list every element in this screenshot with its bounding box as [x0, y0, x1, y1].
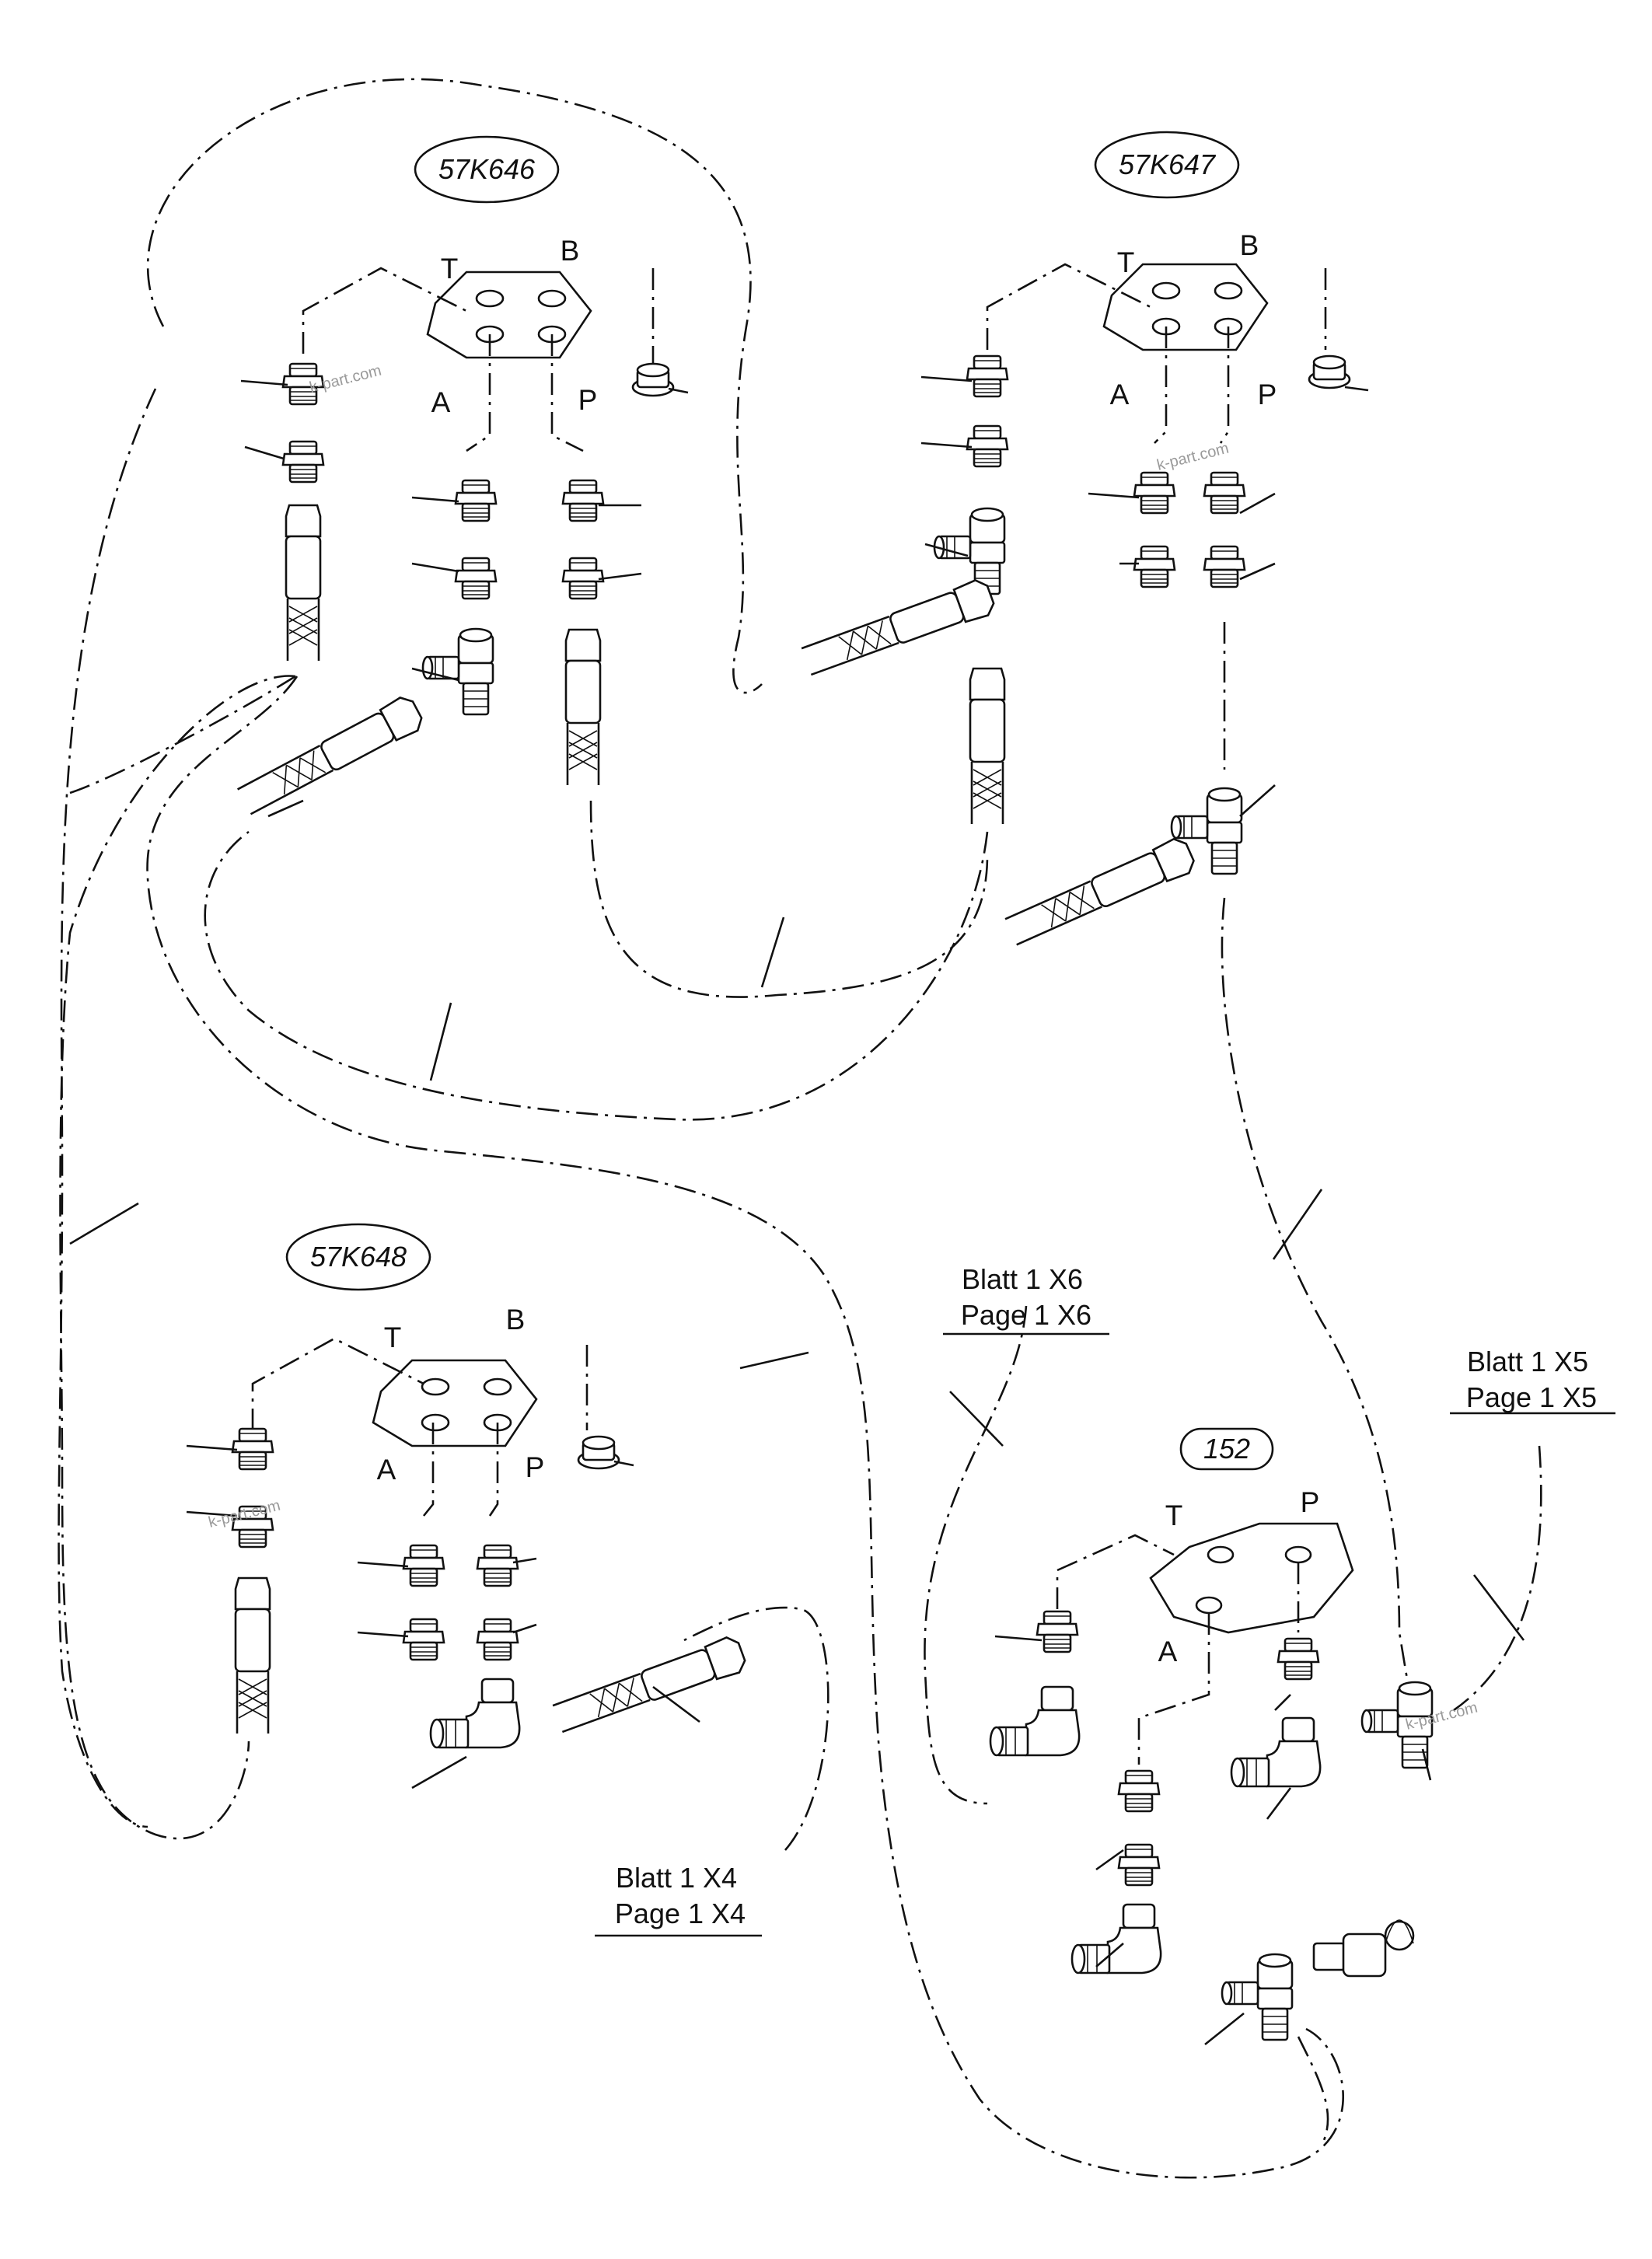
port-label-b: B — [506, 1304, 526, 1335]
valve-group-57k646: 57K646 T B A P — [234, 135, 689, 819]
port-label-b: B — [1240, 229, 1259, 261]
port-label-a: A — [1110, 379, 1130, 410]
reference-x6-blatt: Blatt 1 X6 — [962, 1263, 1083, 1295]
reference-x4-blatt: Blatt 1 X4 — [616, 1862, 737, 1894]
port-label-a: A — [431, 386, 451, 418]
valve-group-57k648: 57K648 T B A P — [186, 1223, 749, 1789]
watermark: k-part.com — [308, 362, 383, 396]
valve-group-57k647: 57K647 T B A P — [798, 131, 1369, 951]
port-label-t: T — [441, 253, 459, 285]
port-label-t: T — [1117, 246, 1135, 278]
port-label-a: A — [377, 1454, 396, 1486]
reference-x5-blatt: Blatt 1 X5 — [1467, 1346, 1588, 1377]
valve-tag-57k646: 57K646 — [438, 153, 536, 185]
port-label-p: P — [578, 384, 598, 416]
reference-x6: Blatt 1 X6 Page 1 X6 — [943, 1263, 1109, 1335]
valve-tag-57k647: 57K647 — [1119, 148, 1217, 180]
reference-x5: Blatt 1 X5 Page 1 X5 — [1450, 1346, 1615, 1415]
port-label-t: T — [384, 1322, 402, 1353]
port-label-p: P — [1258, 379, 1277, 410]
reference-x6-page: Page 1 X6 — [961, 1299, 1091, 1331]
valve-group-152: 152 T P A — [989, 1427, 1434, 2046]
port-label-a: A — [1158, 1636, 1178, 1667]
reference-x4: Blatt 1 X4 Page 1 X4 — [595, 1862, 762, 1937]
port-label-p: P — [1301, 1486, 1320, 1518]
reference-x4-page: Page 1 X4 — [615, 1898, 746, 1929]
port-label-t: T — [1165, 1500, 1183, 1531]
valve-tag-152: 152 — [1203, 1433, 1250, 1465]
reference-x5-page: Page 1 X5 — [1466, 1381, 1597, 1413]
watermark: k-part.com — [1155, 440, 1231, 474]
port-label-b: B — [561, 235, 580, 267]
port-label-p: P — [526, 1451, 545, 1483]
valve-tag-57k648: 57K648 — [310, 1241, 407, 1273]
